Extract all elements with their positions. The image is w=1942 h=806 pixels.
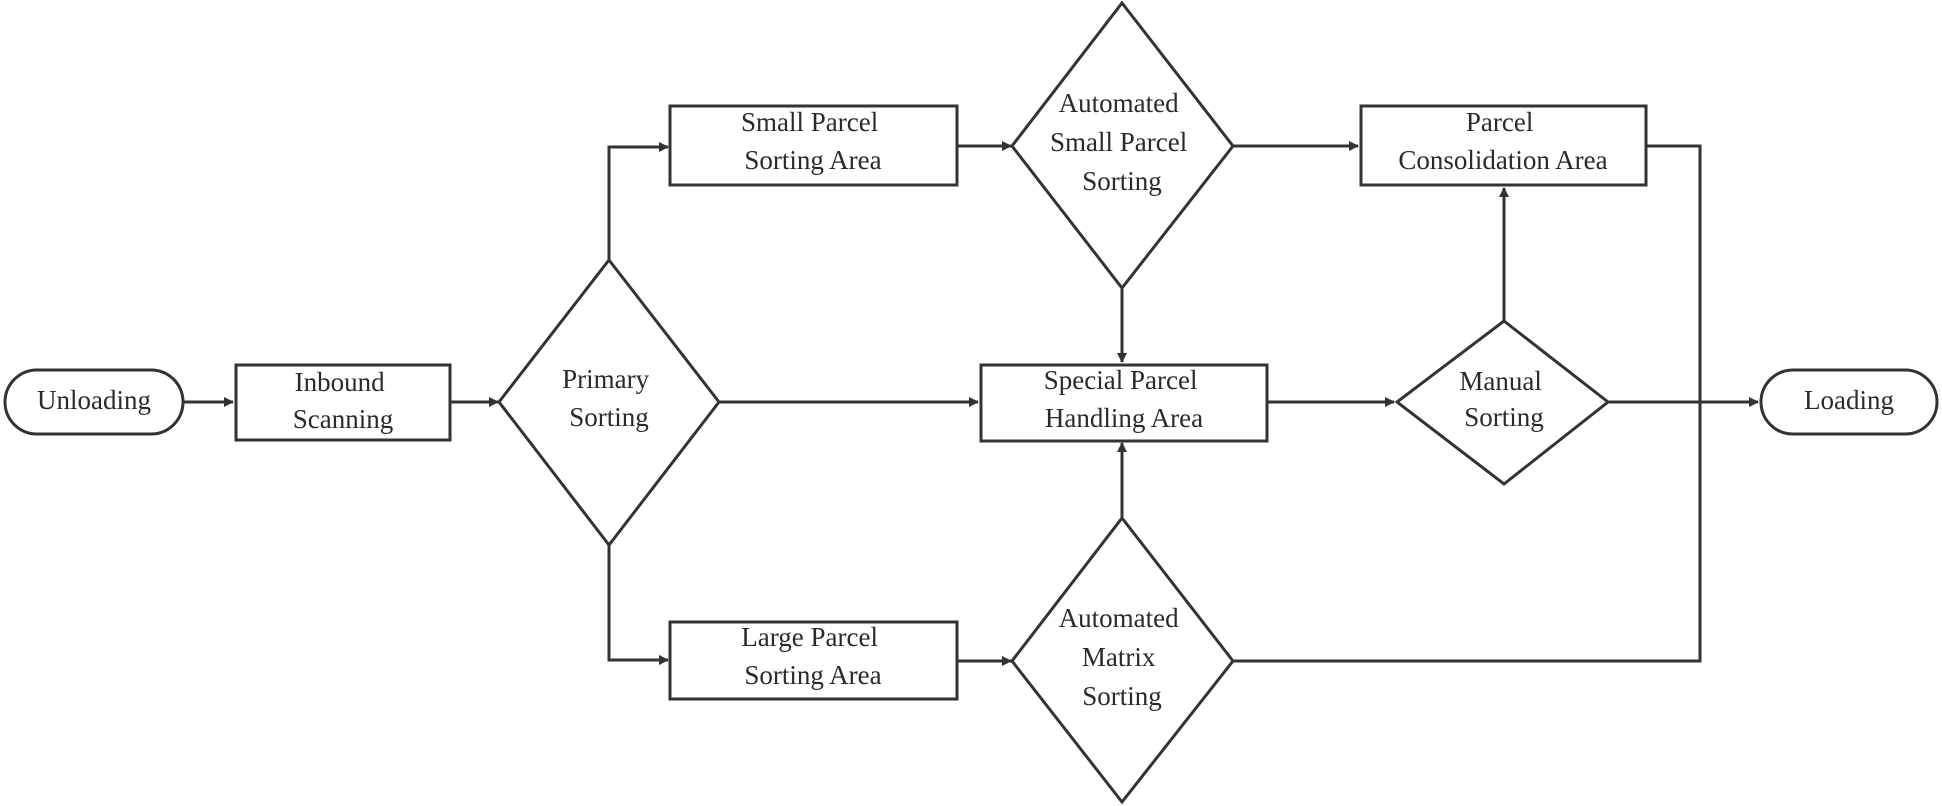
node-consolidation-area-label: Parcel Consolidation Area <box>1398 107 1607 175</box>
node-manual-sorting: Manual Sorting <box>1394 319 1611 486</box>
edge-auto-matrix-sorting-to-loading <box>1234 402 1702 663</box>
node-special-parcel-area-label: Special Parcel Handling Area <box>1044 365 1204 433</box>
node-inbound-scanning: Inbound Scanning <box>234 363 452 442</box>
node-manual-sorting-label: Manual Sorting <box>1459 366 1548 432</box>
node-large-parcel-area: Large Parcel Sorting Area <box>668 620 959 701</box>
node-small-parcel-area: Small Parcel Sorting Area <box>668 104 959 187</box>
node-unloading-label: Unloading <box>37 385 151 415</box>
node-small-parcel-area-label: Small Parcel Sorting Area <box>741 107 885 175</box>
node-special-parcel-area: Special Parcel Handling Area <box>979 363 1269 443</box>
node-loading-label: Loading <box>1804 385 1894 415</box>
edge-primary-sorting-to-large-parcel-area <box>607 545 669 665</box>
node-auto-small-sorting: Automated Small Parcel Sorting <box>1010 0 1235 291</box>
edges <box>184 141 1759 666</box>
nodes: Unloading Inbound Scanning Primary Sorti… <box>3 0 1939 805</box>
edge-primary-sorting-to-small-parcel-area <box>607 142 669 260</box>
node-loading: Loading <box>1759 368 1939 436</box>
edge-consolidation-area-to-loading <box>1646 144 1702 402</box>
node-auto-small-sorting-label: Automated Small Parcel Sorting <box>1050 88 1194 196</box>
node-consolidation-area: Parcel Consolidation Area <box>1359 104 1648 187</box>
node-unloading: Unloading <box>3 368 185 436</box>
node-large-parcel-area-label: Large Parcel Sorting Area <box>741 622 884 690</box>
node-primary-sorting-label: Primary Sorting <box>562 364 656 432</box>
node-auto-matrix-sorting: Automated Matrix Sorting <box>1010 515 1235 805</box>
node-auto-matrix-sorting-label: Automated Matrix Sorting <box>1059 603 1186 711</box>
node-inbound-scanning-label: Inbound Scanning <box>293 367 394 434</box>
node-primary-sorting: Primary Sorting <box>497 257 721 548</box>
